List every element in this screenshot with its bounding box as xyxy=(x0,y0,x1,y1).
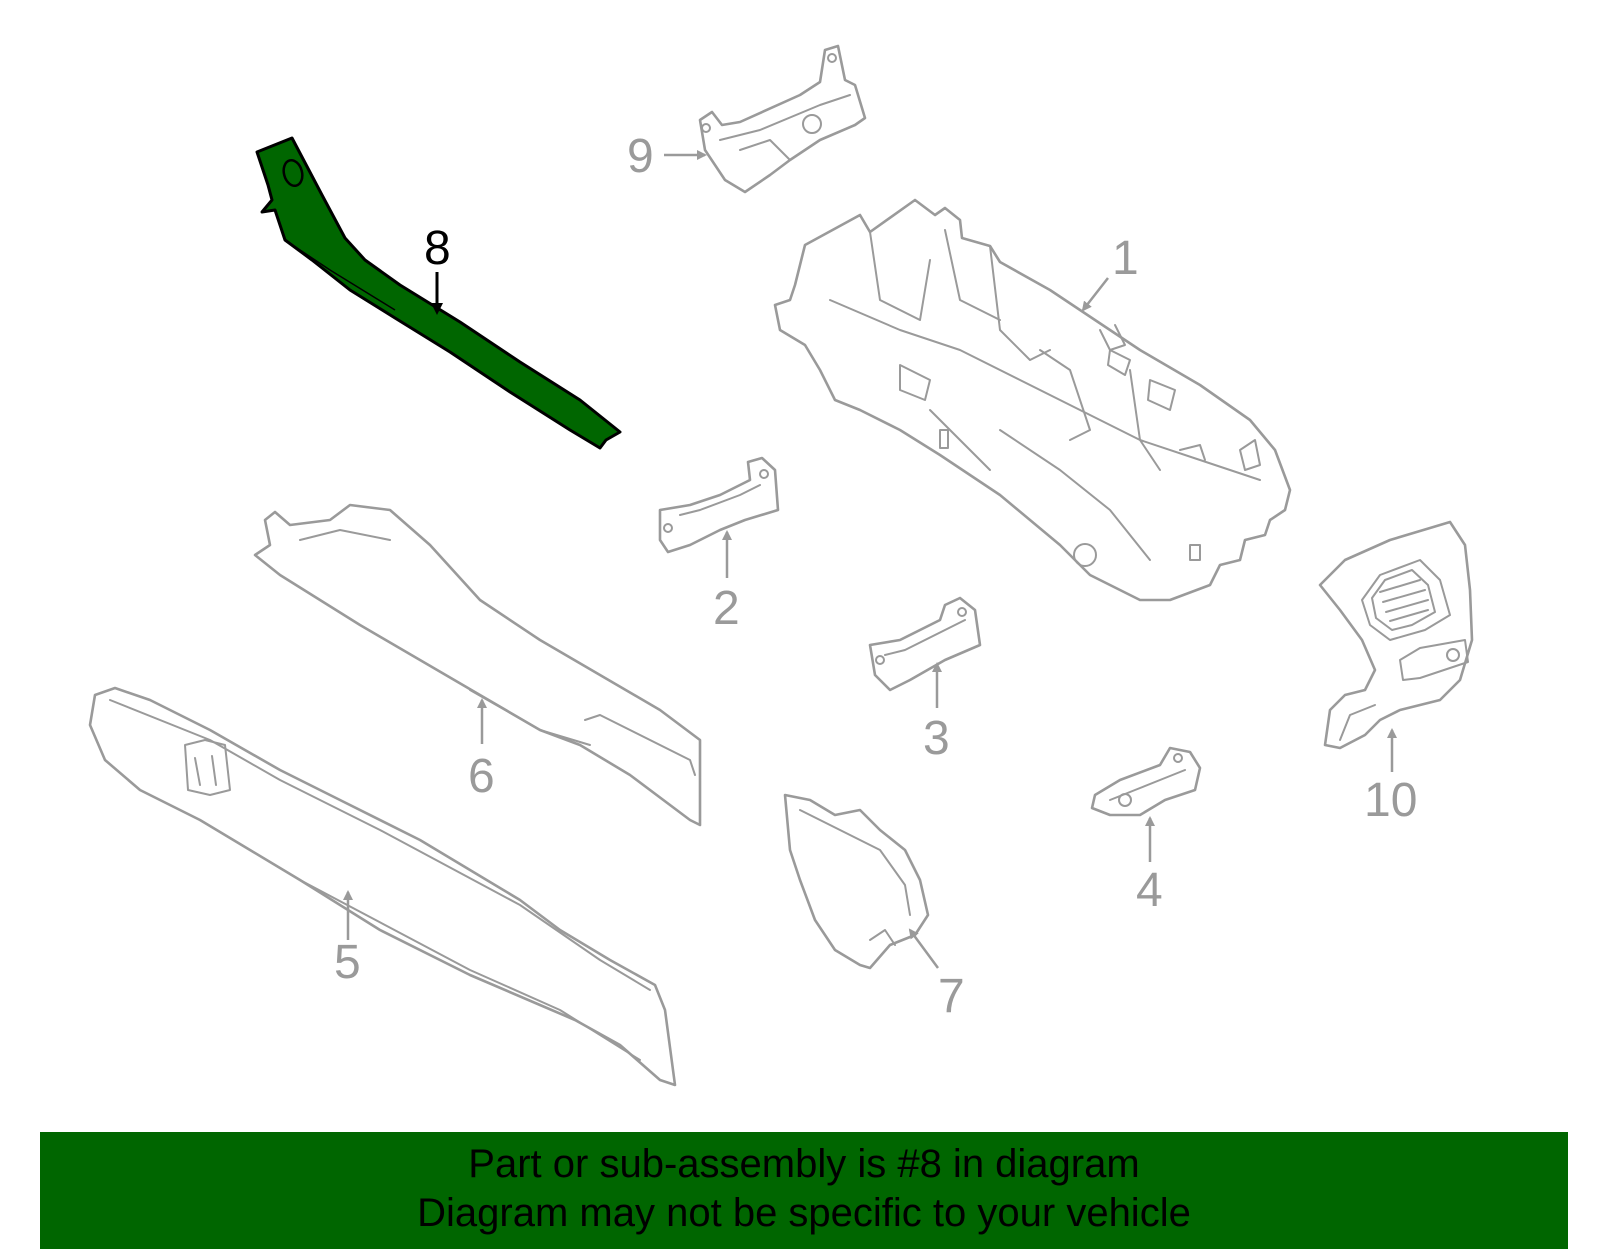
callout-4: 4 xyxy=(1136,864,1163,917)
callout-7: 7 xyxy=(938,970,965,1023)
callout-leaders xyxy=(343,150,1397,969)
callout-9: 9 xyxy=(627,130,654,183)
callout-10: 10 xyxy=(1364,774,1417,827)
part-5-side-panel[interactable] xyxy=(88,686,677,1087)
part-3-bracket[interactable] xyxy=(868,596,982,692)
callout-2: 2 xyxy=(713,582,740,635)
part-9-top-bracket[interactable] xyxy=(698,44,867,194)
part-2-bracket[interactable] xyxy=(658,456,780,554)
part-8-highlighted-trim[interactable] xyxy=(255,136,622,450)
callout-numbers: 1 2 3 4 5 6 7 8 9 10 xyxy=(334,130,1417,1023)
callout-1: 1 xyxy=(1112,232,1139,285)
part-6-trim-panel[interactable] xyxy=(253,503,702,827)
callout-5: 5 xyxy=(334,936,361,989)
part-7-corner-trim[interactable] xyxy=(783,793,930,970)
banner-line-1: Part or sub-assembly is #8 in diagram xyxy=(468,1142,1140,1186)
part-4-bracket[interactable] xyxy=(1090,746,1202,817)
callout-6: 6 xyxy=(468,750,495,803)
part-1-console-body[interactable] xyxy=(773,198,1292,602)
callout-3: 3 xyxy=(923,712,950,765)
leader-1 xyxy=(1081,277,1109,312)
leader-7 xyxy=(908,928,940,969)
part-10-vent-panel[interactable] xyxy=(1318,520,1474,750)
banner-line-2: Diagram may not be specific to your vehi… xyxy=(417,1191,1191,1235)
callout-8: 8 xyxy=(424,222,451,275)
info-banner: Part or sub-assembly is #8 in diagram Di… xyxy=(40,1132,1568,1249)
